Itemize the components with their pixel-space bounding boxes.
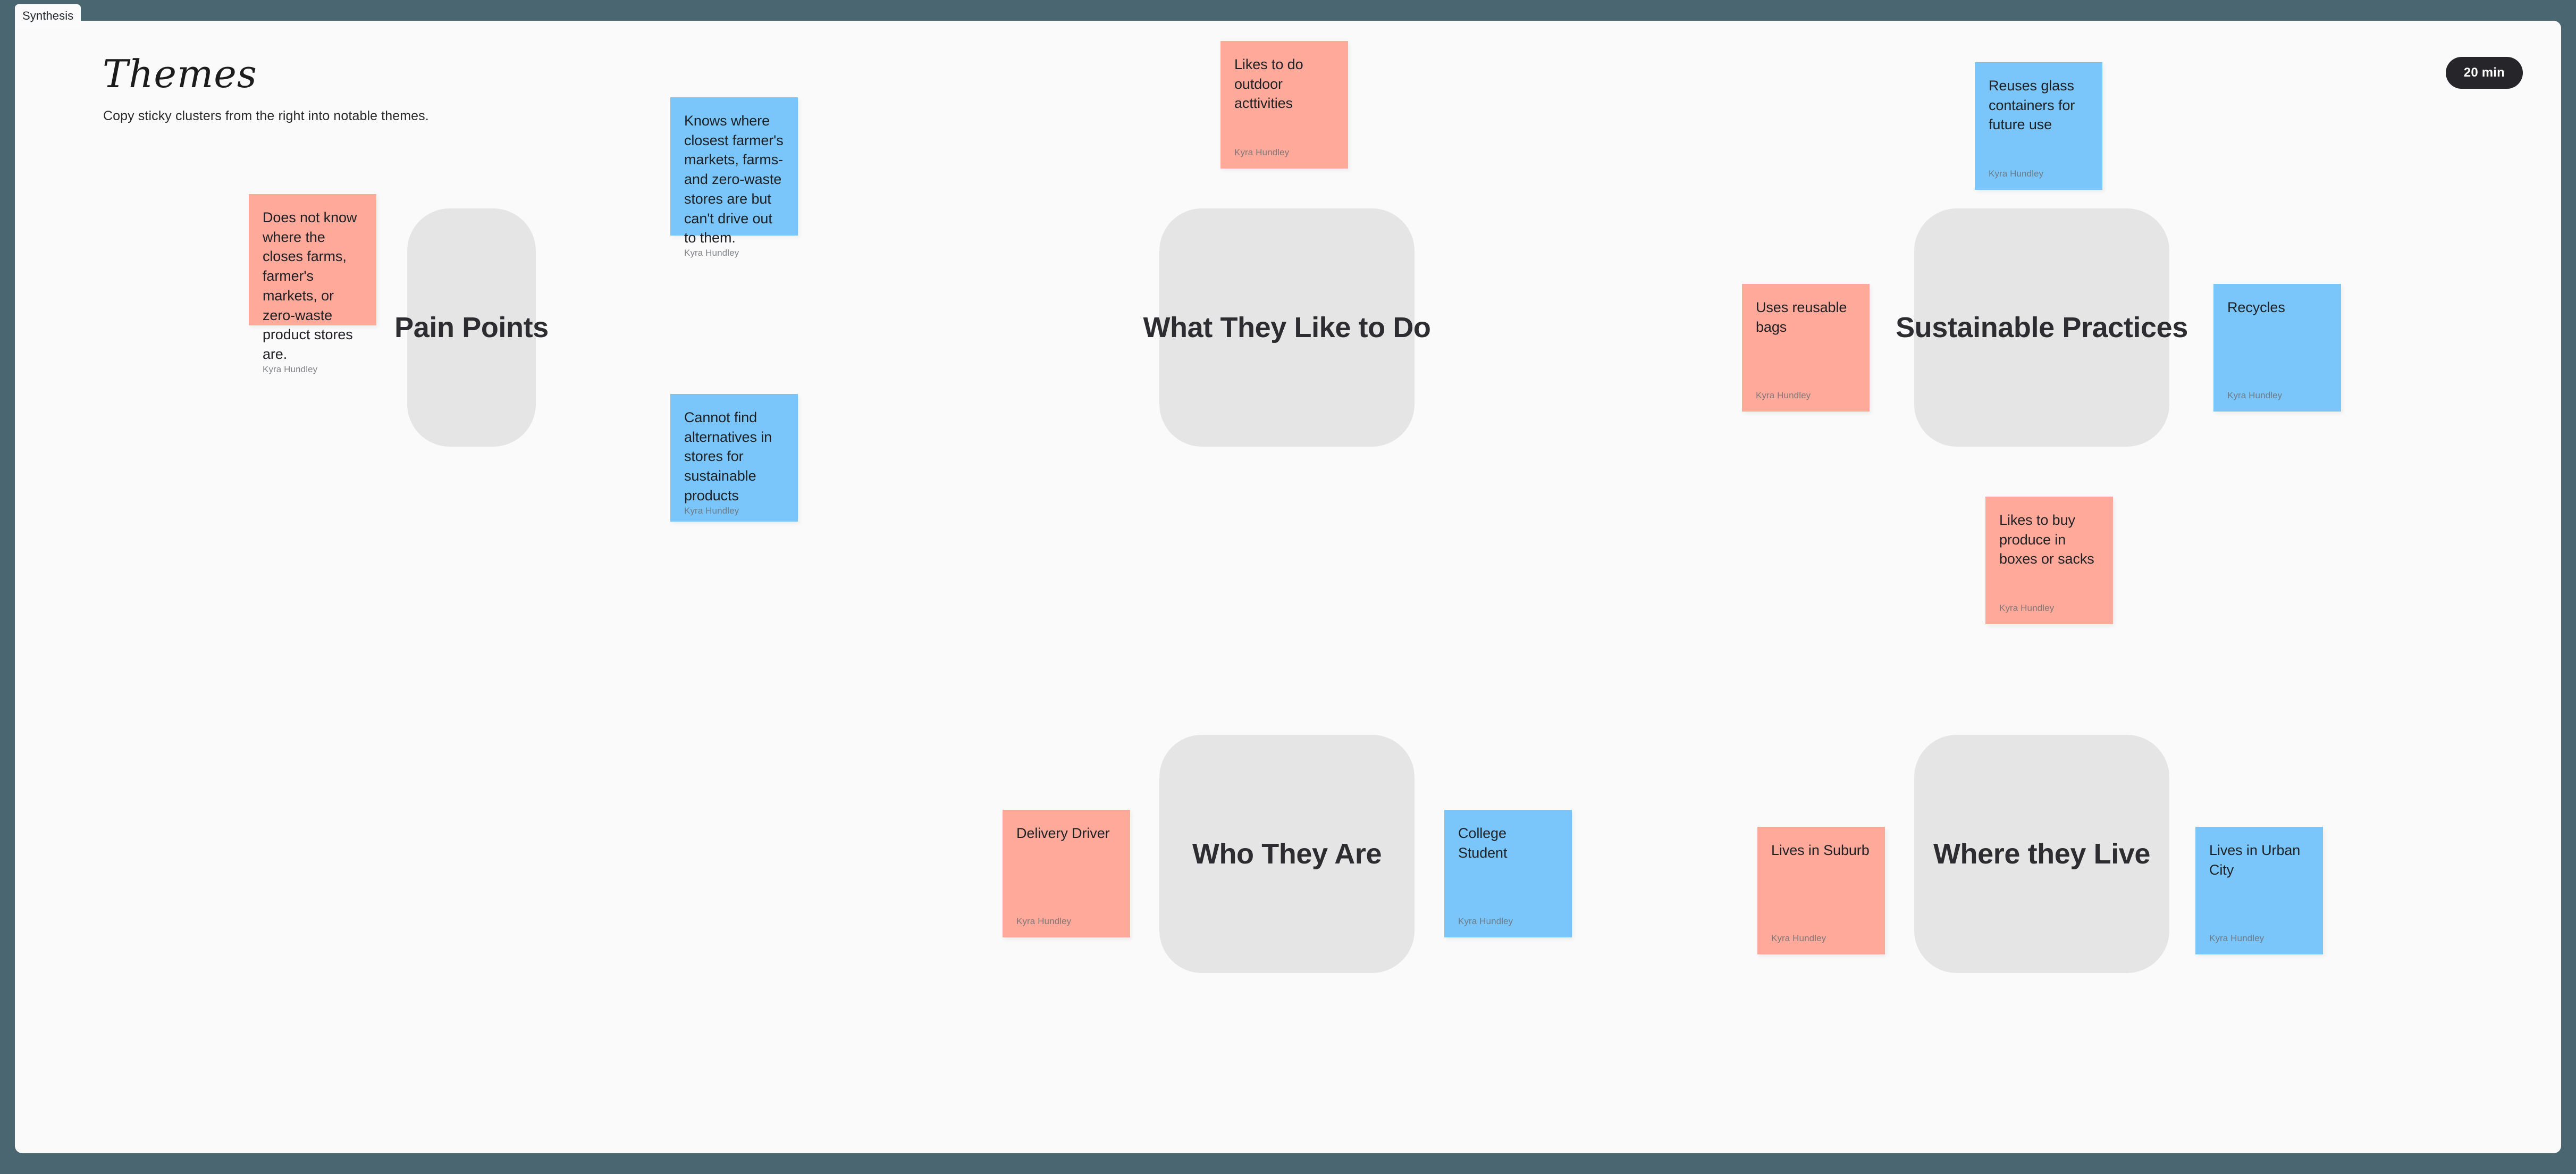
page-title: Themes bbox=[103, 52, 257, 96]
sticky-text: Reuses glass containers for future use bbox=[1989, 78, 2075, 133]
sticky-note[interactable]: Does not know where the closes farms, fa… bbox=[249, 194, 376, 374]
sticky-text: Likes to do outdoor acttivities bbox=[1234, 56, 1303, 112]
tab-synthesis[interactable]: Synthesis bbox=[15, 4, 81, 29]
sticky-note[interactable]: Recycles Kyra Hundley bbox=[2213, 284, 2341, 412]
sticky-text: Lives in Suburb bbox=[1771, 842, 1870, 858]
sticky-text: Cannot find alternatives in stores for s… bbox=[684, 409, 772, 504]
sticky-text: Uses reusable bags bbox=[1756, 299, 1847, 335]
sticky-note[interactable]: Delivery Driver Kyra Hundley bbox=[1003, 810, 1130, 937]
cluster-pain-points[interactable]: Pain Points bbox=[394, 208, 549, 447]
cluster-who-they-are[interactable]: Who They Are bbox=[1159, 735, 1415, 973]
sticky-note[interactable]: Likes to buy produce in boxes or sacks K… bbox=[1985, 497, 2113, 624]
sticky-author: Kyra Hundley bbox=[1234, 147, 1290, 157]
cluster-label: Sustainable Practices bbox=[1896, 312, 2188, 343]
cluster-what-they-like-to-do[interactable]: What They Like to Do bbox=[1143, 208, 1431, 447]
sticky-note[interactable]: College Student Kyra Hundley bbox=[1444, 810, 1572, 937]
cluster-where-they-live[interactable]: Where they Live bbox=[1914, 735, 2169, 973]
sticky-text: Does not know where the closes farms, fa… bbox=[263, 209, 357, 363]
sticky-note[interactable]: Cannot find alternatives in stores for s… bbox=[670, 394, 798, 522]
sticky-author: Kyra Hundley bbox=[1458, 916, 1513, 926]
sticky-note[interactable]: Reuses glass containers for future use K… bbox=[1975, 62, 2102, 190]
sticky-note[interactable]: Likes to do outdoor acttivities Kyra Hun… bbox=[1220, 41, 1348, 169]
sticky-text: Recycles bbox=[2227, 299, 2285, 315]
sticky-author: Kyra Hundley bbox=[1016, 916, 1072, 926]
sticky-text: Knows where closest farmer's markets, fa… bbox=[684, 113, 784, 246]
sticky-author: Kyra Hundley bbox=[1771, 933, 1826, 943]
sticky-author: Kyra Hundley bbox=[2227, 390, 2283, 400]
timer-badge[interactable]: 20 min bbox=[2445, 57, 2523, 89]
sticky-author: Kyra Hundley bbox=[1756, 390, 1811, 400]
cluster-label: Where they Live bbox=[1933, 838, 2151, 870]
cluster-sustainable-practices[interactable]: Sustainable Practices bbox=[1896, 208, 2188, 447]
sticky-text: Lives in Urban City bbox=[2209, 842, 2301, 878]
sticky-text: College Student bbox=[1458, 825, 1508, 861]
sticky-author: Kyra Hundley bbox=[2209, 933, 2264, 943]
sticky-text: Delivery Driver bbox=[1016, 825, 1110, 841]
sticky-note[interactable]: Lives in Suburb Kyra Hundley bbox=[1757, 827, 1885, 954]
cluster-label: Who They Are bbox=[1192, 838, 1382, 870]
sticky-author: Kyra Hundley bbox=[684, 248, 739, 258]
board-canvas[interactable]: Themes Copy sticky clusters from the rig… bbox=[15, 21, 2561, 1153]
sticky-author: Kyra Hundley bbox=[263, 364, 318, 374]
cluster-label: What They Like to Do bbox=[1143, 312, 1431, 343]
sticky-author: Kyra Hundley bbox=[684, 505, 739, 516]
sticky-author: Kyra Hundley bbox=[1999, 603, 2055, 613]
cluster-label: Pain Points bbox=[394, 312, 549, 343]
sticky-note[interactable]: Lives in Urban City Kyra Hundley bbox=[2195, 827, 2323, 954]
sticky-author: Kyra Hundley bbox=[1989, 169, 2044, 179]
sticky-text: Likes to buy produce in boxes or sacks bbox=[1999, 512, 2094, 567]
page-subtitle: Copy sticky clusters from the right into… bbox=[103, 108, 429, 123]
sticky-note[interactable]: Uses reusable bags Kyra Hundley bbox=[1742, 284, 1870, 412]
sticky-note[interactable]: Knows where closest farmer's markets, fa… bbox=[670, 97, 798, 258]
